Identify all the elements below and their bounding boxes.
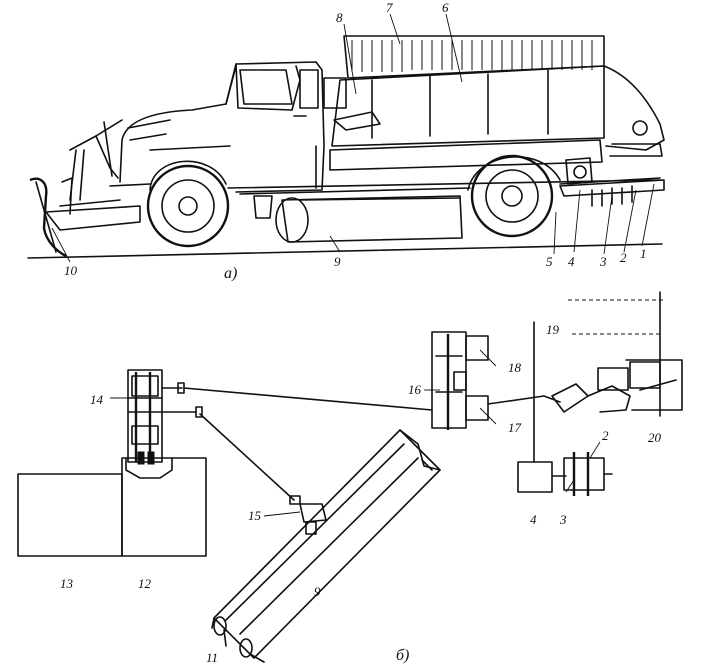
drive-shaft-long [183, 387, 433, 411]
callout-13: 13 [60, 576, 74, 591]
kinematic-scheme: 14 13 12 15 9 11 16 18 17 19 20 2 4 3 б) [17, 291, 683, 665]
callout-9: 9 [334, 254, 341, 269]
callout-leaders-a [51, 13, 655, 263]
callout-leaders-b [110, 349, 601, 517]
drive-shaft-diagonal [199, 413, 295, 501]
callout-20: 20 [648, 430, 662, 445]
callout-2b: 2 [602, 428, 609, 443]
panel-label-a: а) [224, 265, 237, 282]
ground-line [27, 243, 663, 259]
front-wheel [146, 160, 230, 248]
callout-9b: 9 [314, 584, 321, 599]
callout-3: 3 [599, 254, 607, 269]
callout-11: 11 [206, 650, 218, 665]
truck-cab [119, 61, 347, 193]
callout-2: 2 [620, 250, 627, 265]
panel-label-b: б) [396, 647, 409, 664]
callout-15: 15 [248, 508, 262, 523]
dump-body [329, 35, 665, 171]
callout-14: 14 [90, 392, 104, 407]
callout-4: 4 [568, 254, 575, 269]
snow-plow-blade [29, 119, 141, 258]
truck-side-view: 8 7 6 10 9 5 4 3 2 1 а) [27, 0, 665, 282]
callout-18: 18 [508, 360, 522, 375]
callout-10: 10 [64, 263, 78, 278]
callout-6: 6 [442, 0, 449, 15]
callout-8: 8 [336, 10, 343, 25]
power-take-off-box [127, 369, 203, 465]
callout-labels-b: 14 13 12 15 9 11 16 18 17 19 20 2 4 3 б) [60, 322, 662, 665]
brush-plan-view [211, 429, 441, 663]
universal-joint [289, 495, 301, 505]
reducer-assembly [431, 331, 561, 430]
underbody-brush [253, 195, 463, 243]
callout-12: 12 [138, 576, 152, 591]
truck-frame [109, 177, 661, 195]
engine-gearbox [17, 457, 207, 557]
rear-spreader [559, 157, 665, 207]
callout-7: 7 [386, 0, 393, 15]
callout-19: 19 [546, 322, 560, 337]
hydraulic-drive [517, 321, 613, 496]
callout-labels-a: 8 7 6 10 9 5 4 3 2 1 а) [64, 0, 647, 282]
callout-17: 17 [508, 420, 522, 435]
callout-4b: 4 [530, 512, 537, 527]
callout-16: 16 [408, 382, 422, 397]
callout-3b: 3 [559, 512, 567, 527]
callout-1: 1 [640, 246, 647, 261]
callout-5: 5 [546, 254, 553, 269]
spreader-drive-20 [551, 291, 683, 417]
rear-wheel [467, 154, 561, 238]
